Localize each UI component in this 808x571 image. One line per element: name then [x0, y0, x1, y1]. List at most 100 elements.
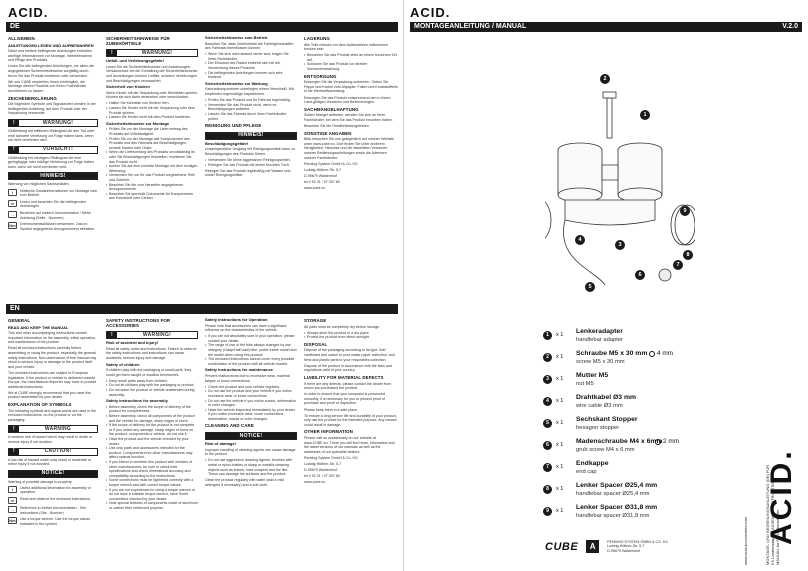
list-item: Have the vehicle inspected immediately b…	[205, 408, 297, 422]
warning-banner: !WARNING!	[106, 331, 198, 340]
part-row: 8 x 1 Lenker Spacer Ø25,4 mm handlebar s…	[543, 482, 683, 504]
notice-banner: HINWEIS!	[205, 131, 297, 140]
paragraph: Read all safety notes and instructions. …	[106, 346, 197, 360]
warning-triangle-icon: !	[9, 448, 19, 455]
warning-triangle-icon: !	[107, 50, 117, 57]
heading: REINIGUNG UND PFLEGE	[205, 123, 262, 129]
list-item: Lassen Sie Kinder nicht mit der Verpacku…	[106, 106, 198, 115]
list-item: Use only parts and accessories intended …	[106, 446, 198, 460]
part-name: Endkappe	[576, 460, 609, 467]
subheading: Risk of damage!	[205, 441, 236, 447]
side-strip	[735, 80, 795, 300]
callout-9: 9	[680, 206, 690, 216]
exploded-drawing: 2 1 3 4 5 6 7 8 9	[522, 70, 700, 300]
subheading: Safety of children	[106, 361, 140, 367]
subheading: Safety instructions for assembly	[106, 398, 168, 404]
paragraph: Lesen Sie alle beiliegenden Anleitungen,…	[8, 64, 95, 78]
list-item: Beachten Sie spezielle Dokumente für Kom…	[106, 192, 198, 201]
acid-a-icon: A	[586, 540, 600, 553]
list-item: Verwenden Sie keine aggressiven Reinigun…	[205, 158, 297, 163]
paragraph: Wenn Kinder mit der Verpackung oder Klei…	[106, 90, 198, 100]
part-name: Sechskant Stopper	[576, 416, 638, 423]
part-number: 6	[543, 441, 552, 450]
acid-logo: ACID.	[8, 5, 49, 20]
company-address: PENDING SYSTEM GMBH & CO. KG Ludwig-Hütt…	[607, 540, 668, 553]
paragraph: Gefährdung mit niedrigem Risikograd die …	[8, 155, 94, 169]
paragraph: Sollten Mängel auftreten, wenden Sie sic…	[304, 113, 393, 122]
paragraph: Wir von CUBE empfehlen Ihnen eindringlic…	[8, 79, 87, 93]
part-quantity: x 1	[556, 332, 564, 338]
tool-size: 4 mm	[649, 350, 673, 357]
list-item: The enclosed instructions cannot cover e…	[205, 357, 297, 366]
de-column-1: ALLGEMEIN ANLEITUNGEN LESEN UND AUFBEWAH…	[8, 34, 98, 233]
heading: EXPLANATION OF SYMBOLS	[8, 402, 72, 407]
bullet-list: Do not use aggressive cleaning agents, b…	[205, 458, 297, 476]
paragraph: Please visit us occasionally on our webs…	[304, 435, 395, 454]
paragraph: A low risk of hazard which may result in…	[8, 457, 92, 467]
paragraph: Diese und weitere beiliegende Anleitunge…	[8, 49, 92, 63]
bullet-list: If you are not absolutely sure in your o…	[205, 334, 297, 366]
bullet-list: Prüfen Sie das Produkt und Ihr Fahrrad r…	[205, 98, 297, 121]
company-city: D-95679 Waldershof	[607, 548, 640, 553]
heading: ZEICHENERKLÄRUNG	[8, 95, 57, 101]
paragraph: Beachten Sie, dass Zubehörteile die Fahr…	[205, 41, 294, 51]
list-item: Bewahren Sie das Produkt stets an einem …	[304, 53, 398, 62]
paragraph: Gefährdung mit mittlerem Risikograd die …	[8, 128, 95, 143]
bullet-list: Bewahren Sie das Produkt stets an einem …	[304, 53, 398, 71]
part-name-en: grub screw M4 x 6 mm	[576, 447, 635, 453]
part-name: Schraube M5 x 30 mm	[576, 350, 648, 357]
part-number: 8	[543, 485, 552, 494]
en-column-2: SAFETY INSTRUCTIONS FOR ACCESSORIES !WAR…	[106, 316, 198, 512]
warning-triangle-icon: !	[9, 426, 19, 433]
list-item: Prüfen Sie vor der Montage die Lieferumf…	[106, 127, 198, 136]
part-row: 5 x 1 Sechskant Stopper hexagon stopper	[543, 416, 683, 438]
part-name-en: handlebar spacer Ø25,4 mm	[576, 491, 650, 497]
paragraph: If children play with the packaging or s…	[106, 368, 192, 377]
subheading: Beschädigungsgefahr!	[205, 140, 249, 146]
phone-number: tel 0 92 31 / 97 007 80	[304, 474, 340, 479]
spacer-drawing	[522, 197, 552, 243]
symbol-text: Useful additional information for assemb…	[20, 485, 91, 495]
paragraph: A medium risk of hazard which may result…	[8, 435, 93, 444]
symbol-text: Read and observe the enclosed instructio…	[20, 497, 91, 502]
info-icon: i	[8, 485, 17, 493]
callout-1: 1	[640, 110, 650, 120]
paragraph: Dispose of the packaging according to it…	[304, 348, 395, 362]
part-number: 3	[543, 375, 552, 384]
symbol-text: Beziehen auf weitere Dokumentation / Sie…	[20, 210, 91, 220]
phone-number: tel 0 92 31 / 97 007 80	[304, 179, 340, 184]
company-street: Ludwig-Hüttner-Str. 5-7	[607, 544, 645, 549]
tool-size: 2 mm	[655, 438, 679, 445]
part-quantity: x 1	[556, 442, 564, 448]
warning-label: WARNUNG!	[42, 119, 74, 126]
paragraph: This and other accompanying instructions…	[8, 331, 96, 345]
subheading: Sicherheitshinweise zur Montage	[106, 120, 170, 126]
section-bar-en: EN	[6, 304, 398, 314]
heading: SACHMÄNGELHAFTUNG	[304, 106, 359, 112]
paragraph: If there are any defects, please contact…	[304, 381, 392, 391]
en-column-3: Safety instructions for Operation Please…	[205, 316, 297, 489]
part-name: Madenschraube M4 x 6mm	[576, 438, 663, 445]
notice-banner: HINWEIS!	[8, 172, 98, 181]
part-row: 7 x 1 Endkappe end cap	[543, 460, 683, 482]
list-item: Der Einwand des Rades entbehrt sich bei …	[205, 61, 297, 70]
address-line: D-95679 Waldershof	[304, 468, 337, 473]
warning-banner: !WARNUNG!	[8, 118, 98, 127]
paragraph: Bitte besuchen Sie uns gelegentlich auf …	[304, 137, 395, 160]
bullet-list: Wenn Sie sich nicht absolut sicher sind,…	[205, 52, 297, 80]
part-row: 6 x 1 Madenschraube M4 x 6mm grub screw …	[543, 438, 683, 460]
list-item: If you are not absolutely sure in your o…	[205, 334, 297, 343]
subheading: ANLEITUNGEN LESEN UND AUFBEWAHREN	[8, 42, 94, 48]
symbol-row: ▭Lesen und beachten Sie die beiliegenden…	[8, 199, 98, 209]
book-icon: ▭	[8, 497, 17, 505]
heading: SICHERHEITSHINWEISE FÜR ZUBEHÖRTEILE	[106, 36, 170, 46]
heading: LIABILITY FOR MATERIAL DEFECTS	[304, 374, 384, 380]
company-name: PENDING SYSTEM GMBH & CO. KG	[607, 540, 669, 545]
list-item: Prüfen Sie vor der Montage alle Komponen…	[106, 137, 198, 151]
part-row: 3 x 1 Mutter M5 nut M5	[543, 372, 683, 394]
exploded-drawing-svg	[522, 91, 700, 286]
